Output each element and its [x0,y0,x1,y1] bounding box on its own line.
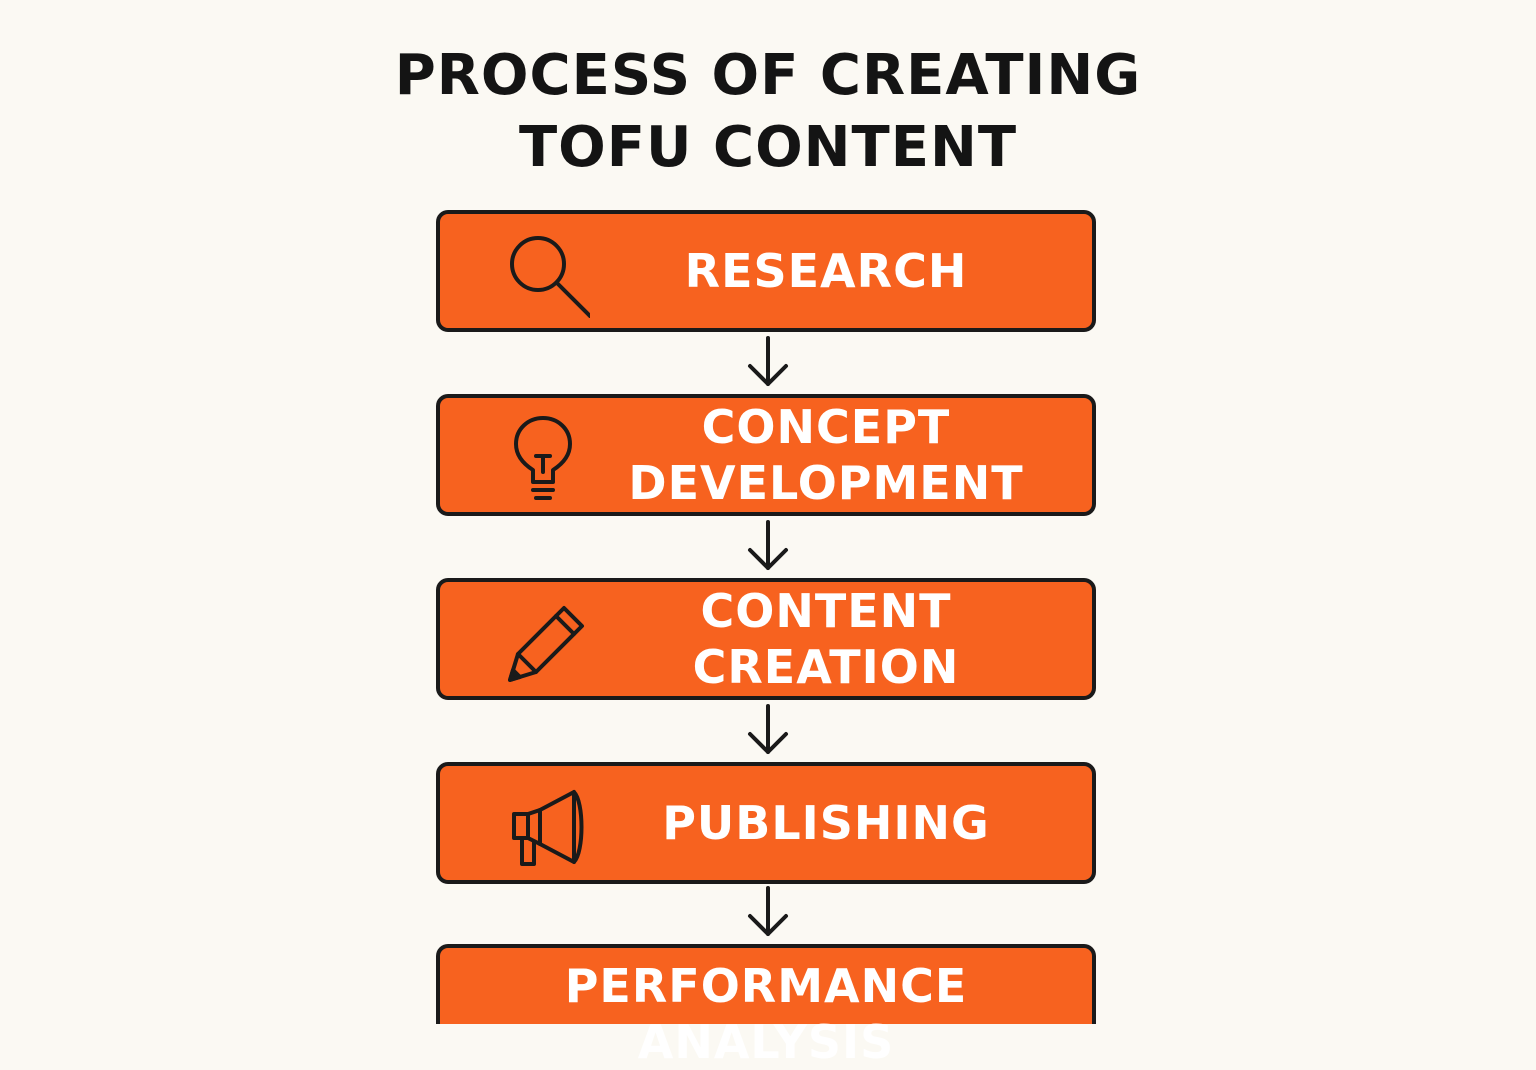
title-line-1: PROCESS OF CREATING [394,43,1142,108]
diagram-title: PROCESS OF CREATING TOFU CONTENT [0,40,1536,184]
step-label-line: CREATION [692,640,960,694]
step-label: CONTENT CREATION [600,582,1052,696]
pencil-icon [500,596,590,686]
step-label: PUBLISHING [600,766,1052,880]
step-label-line: RESEARCH [684,244,968,298]
lightbulb-icon [500,412,590,502]
step-label: CONCEPT DEVELOPMENT [600,398,1052,512]
step-label-line: CONTENT [700,584,952,638]
step-research: RESEARCH [436,210,1096,332]
step-performance-analysis: PERFORMANCE ANALYSIS [436,944,1096,1069]
step-label: PERFORMANCE ANALYSIS [450,948,1082,1069]
step-label-line: PERFORMANCE ANALYSIS [564,959,968,1069]
step-label-line: PUBLISHING [662,796,990,850]
step-label: RESEARCH [600,214,1052,328]
flow-arrow [745,336,791,392]
step-label-line: CONCEPT [701,400,951,454]
step-concept-development: CONCEPT DEVELOPMENT [436,394,1096,516]
title-line-2: TOFU CONTENT [518,115,1018,180]
flow-arrow [745,886,791,942]
magnifying-glass-icon [500,228,590,318]
flow-arrow [745,520,791,576]
step-content-creation: CONTENT CREATION [436,578,1096,700]
flow-arrow [745,704,791,760]
step-publishing: PUBLISHING [436,762,1096,884]
step-label-line: DEVELOPMENT [628,456,1024,510]
megaphone-icon [500,780,590,870]
